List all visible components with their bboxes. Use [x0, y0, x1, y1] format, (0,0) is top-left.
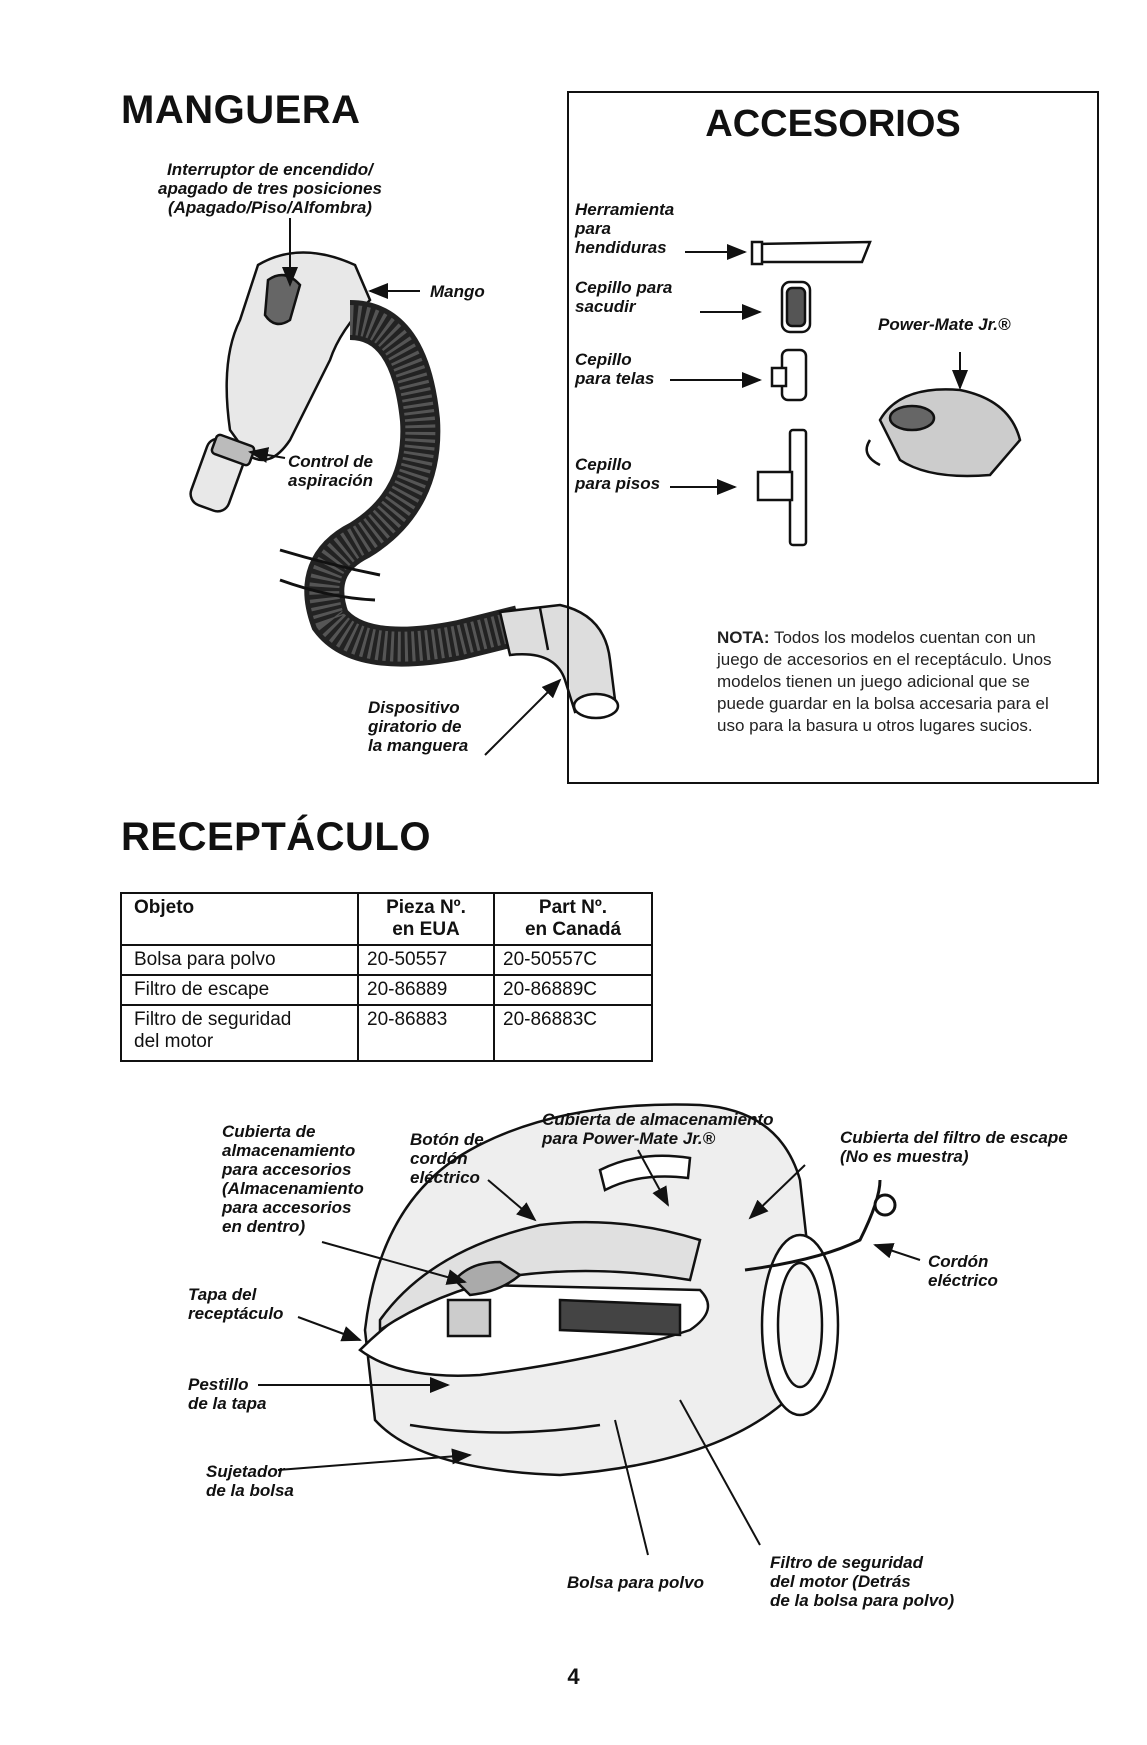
label-hose-swivel: Dispositivo giratorio de la manguera	[368, 698, 469, 755]
label-exhaust-filter-cover: Cubierta del filtro de escape (No es mue…	[840, 1128, 1068, 1166]
label-handle: Mango	[430, 282, 485, 301]
label-upholstery-brush: Cepillo para telas	[575, 350, 655, 388]
label-power-cord: Cordón eléctrico	[928, 1252, 998, 1290]
label-floor-brush: Cepillo para pisos	[575, 455, 661, 493]
accessories-box: ACCESORIOS NOTA: Todos los modelos cuent…	[567, 91, 1099, 784]
table-cell: 20-50557	[357, 944, 495, 976]
label-canister-lid: Tapa del receptáculo	[188, 1285, 284, 1323]
table-header: Pieza Nº. en EUA	[357, 892, 495, 946]
table-cell: Bolsa para polvo	[120, 944, 359, 976]
label-power-mate-storage: Cubierta de almacenamiento para Power-Ma…	[542, 1110, 774, 1148]
section-title-accesorios: ACCESORIOS	[705, 103, 961, 145]
table-cell: 20-86889	[357, 974, 495, 1006]
table-row: Filtro de escape 20-86889 20-86889C	[120, 974, 653, 1006]
table-cell: 20-50557C	[493, 944, 653, 976]
label-suction-control: Control de aspiración	[288, 452, 374, 490]
table-row: Bolsa para polvo 20-50557 20-50557C	[120, 944, 653, 976]
hose-handle-illustration	[189, 251, 372, 513]
hose-swivel-illustration	[498, 603, 620, 720]
label-accessory-storage-cover: Cubierta de almacenamiento para accesori…	[222, 1122, 364, 1236]
label-cord-button: Botón de cordón eléctrico	[410, 1130, 484, 1187]
upholstery-brush-icon	[770, 348, 808, 402]
label-bag-holder: Sujetador de la bolsa	[206, 1462, 294, 1500]
section-title-manguera: MANGUERA	[121, 88, 361, 132]
table-cell: 20-86883	[357, 1004, 495, 1062]
label-crevice-tool: Herramienta para hendiduras	[575, 200, 675, 257]
label-power-mate: Power-Mate Jr.®	[878, 315, 1011, 334]
nota-text: NOTA: Todos los modelos cuentan con un j…	[717, 627, 1077, 737]
parts-table: Objeto Pieza Nº. en EUA Part Nº. en Cana…	[120, 892, 653, 1062]
label-motor-safety-filter: Filtro de seguridad del motor (Detrás de…	[770, 1553, 955, 1610]
table-header: Part Nº. en Canadá	[493, 892, 653, 946]
table-cell: 20-86889C	[493, 974, 653, 1006]
table-cell: 20-86883C	[493, 1004, 653, 1062]
label-switch: Interruptor de encendido/ apagado de tre…	[158, 160, 382, 217]
section-title-receptaculo: RECEPTÁCULO	[121, 815, 431, 859]
crevice-tool-icon	[750, 240, 872, 266]
table-cell: Filtro de escape	[120, 974, 359, 1006]
table-header: Objeto	[120, 892, 359, 946]
hose-illustration	[279, 300, 525, 667]
power-mate-icon	[865, 388, 1022, 478]
floor-brush-icon	[756, 428, 808, 547]
nota-body: Todos los modelos cuentan con un juego d…	[717, 628, 1052, 735]
label-dust-bag: Bolsa para polvo	[567, 1573, 704, 1592]
dusting-brush-icon	[780, 280, 812, 334]
table-row: Filtro de seguridad del motor 20-86883 2…	[120, 1004, 653, 1062]
label-lid-latch: Pestillo de la tapa	[188, 1375, 267, 1413]
canister-illustration	[358, 1103, 840, 1477]
label-dusting-brush: Cepillo para sacudir	[575, 278, 673, 316]
page-number: 4	[567, 1664, 580, 1689]
table-cell: Filtro de seguridad del motor	[120, 1004, 359, 1062]
table-header-row: Objeto Pieza Nº. en EUA Part Nº. en Cana…	[120, 892, 653, 946]
nota-label: NOTA:	[717, 628, 770, 647]
power-cord-illustration	[744, 1179, 897, 1272]
